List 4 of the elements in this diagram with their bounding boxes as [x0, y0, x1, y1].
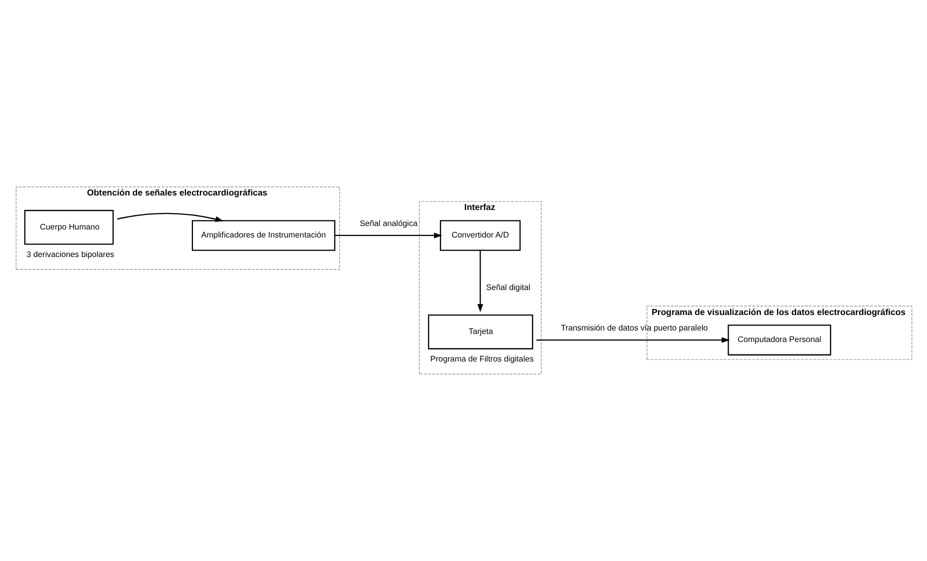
arrow — [476, 250, 483, 312]
arrow — [536, 337, 730, 343]
arrow — [116, 212, 224, 222]
arrow — [334, 232, 442, 238]
